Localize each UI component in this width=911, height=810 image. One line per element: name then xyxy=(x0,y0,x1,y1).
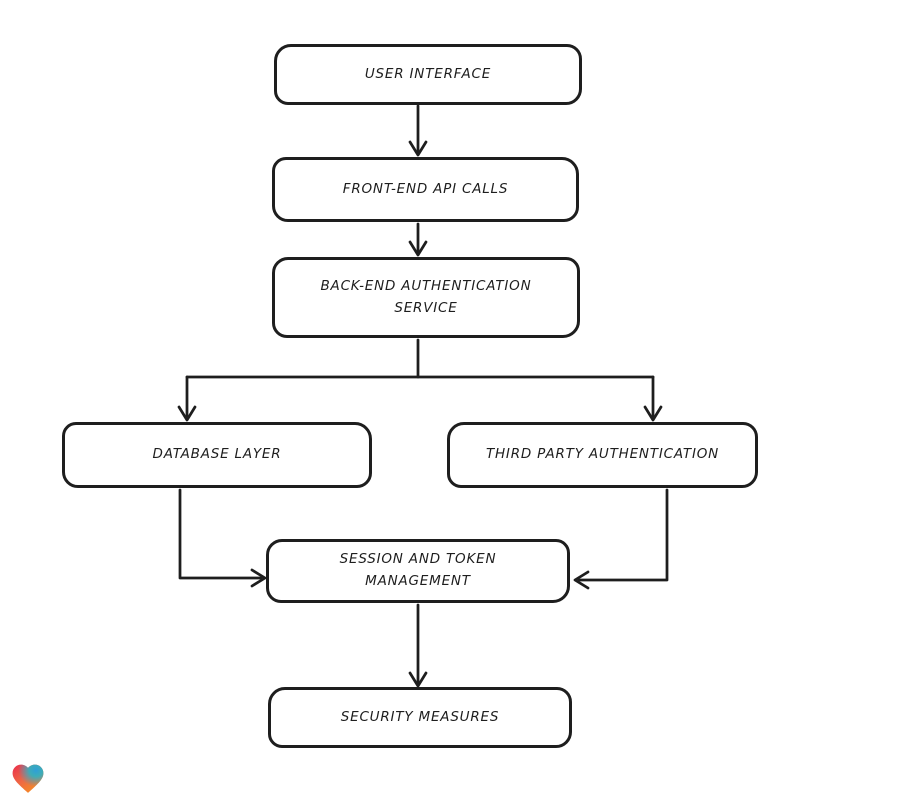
arrow-ui-to-frontend xyxy=(408,104,428,157)
arrow-frontend-to-backend xyxy=(408,222,428,257)
node-third-party-auth-label: THIRD PARTY AUTHENTICATION xyxy=(485,446,720,463)
node-database-layer-label: DATABASE LAYER xyxy=(152,446,282,463)
node-session-token-management-label: SESSION AND TOKEN MANAGEMENT xyxy=(339,551,497,589)
node-front-end-api-calls: FRONT-END API CALLS xyxy=(272,157,579,222)
node-back-end-auth-service: BACK-END AUTHENTICATION SERVICE xyxy=(272,257,580,338)
arrow-session-to-security xyxy=(408,603,428,688)
arrow-backend-branch xyxy=(177,338,663,422)
node-security-measures-label: SECURITY MEASURES xyxy=(340,708,500,725)
node-session-token-management: SESSION AND TOKEN MANAGEMENT xyxy=(266,539,570,603)
arrow-thirdparty-to-session xyxy=(573,488,669,590)
node-database-layer: DATABASE LAYER xyxy=(62,422,372,488)
node-user-interface: USER INTERFACE xyxy=(274,44,582,105)
node-back-end-auth-service-label: BACK-END AUTHENTICATION SERVICE xyxy=(320,277,532,316)
gradient-heart-logo-icon[interactable] xyxy=(9,760,47,797)
node-front-end-api-calls-label: FRONT-END API CALLS xyxy=(342,180,509,197)
node-third-party-auth: THIRD PARTY AUTHENTICATION xyxy=(447,422,758,488)
node-security-measures: SECURITY MEASURES xyxy=(268,687,572,748)
node-user-interface-label: USER INTERFACE xyxy=(364,65,492,82)
arrow-database-to-session xyxy=(178,488,267,588)
